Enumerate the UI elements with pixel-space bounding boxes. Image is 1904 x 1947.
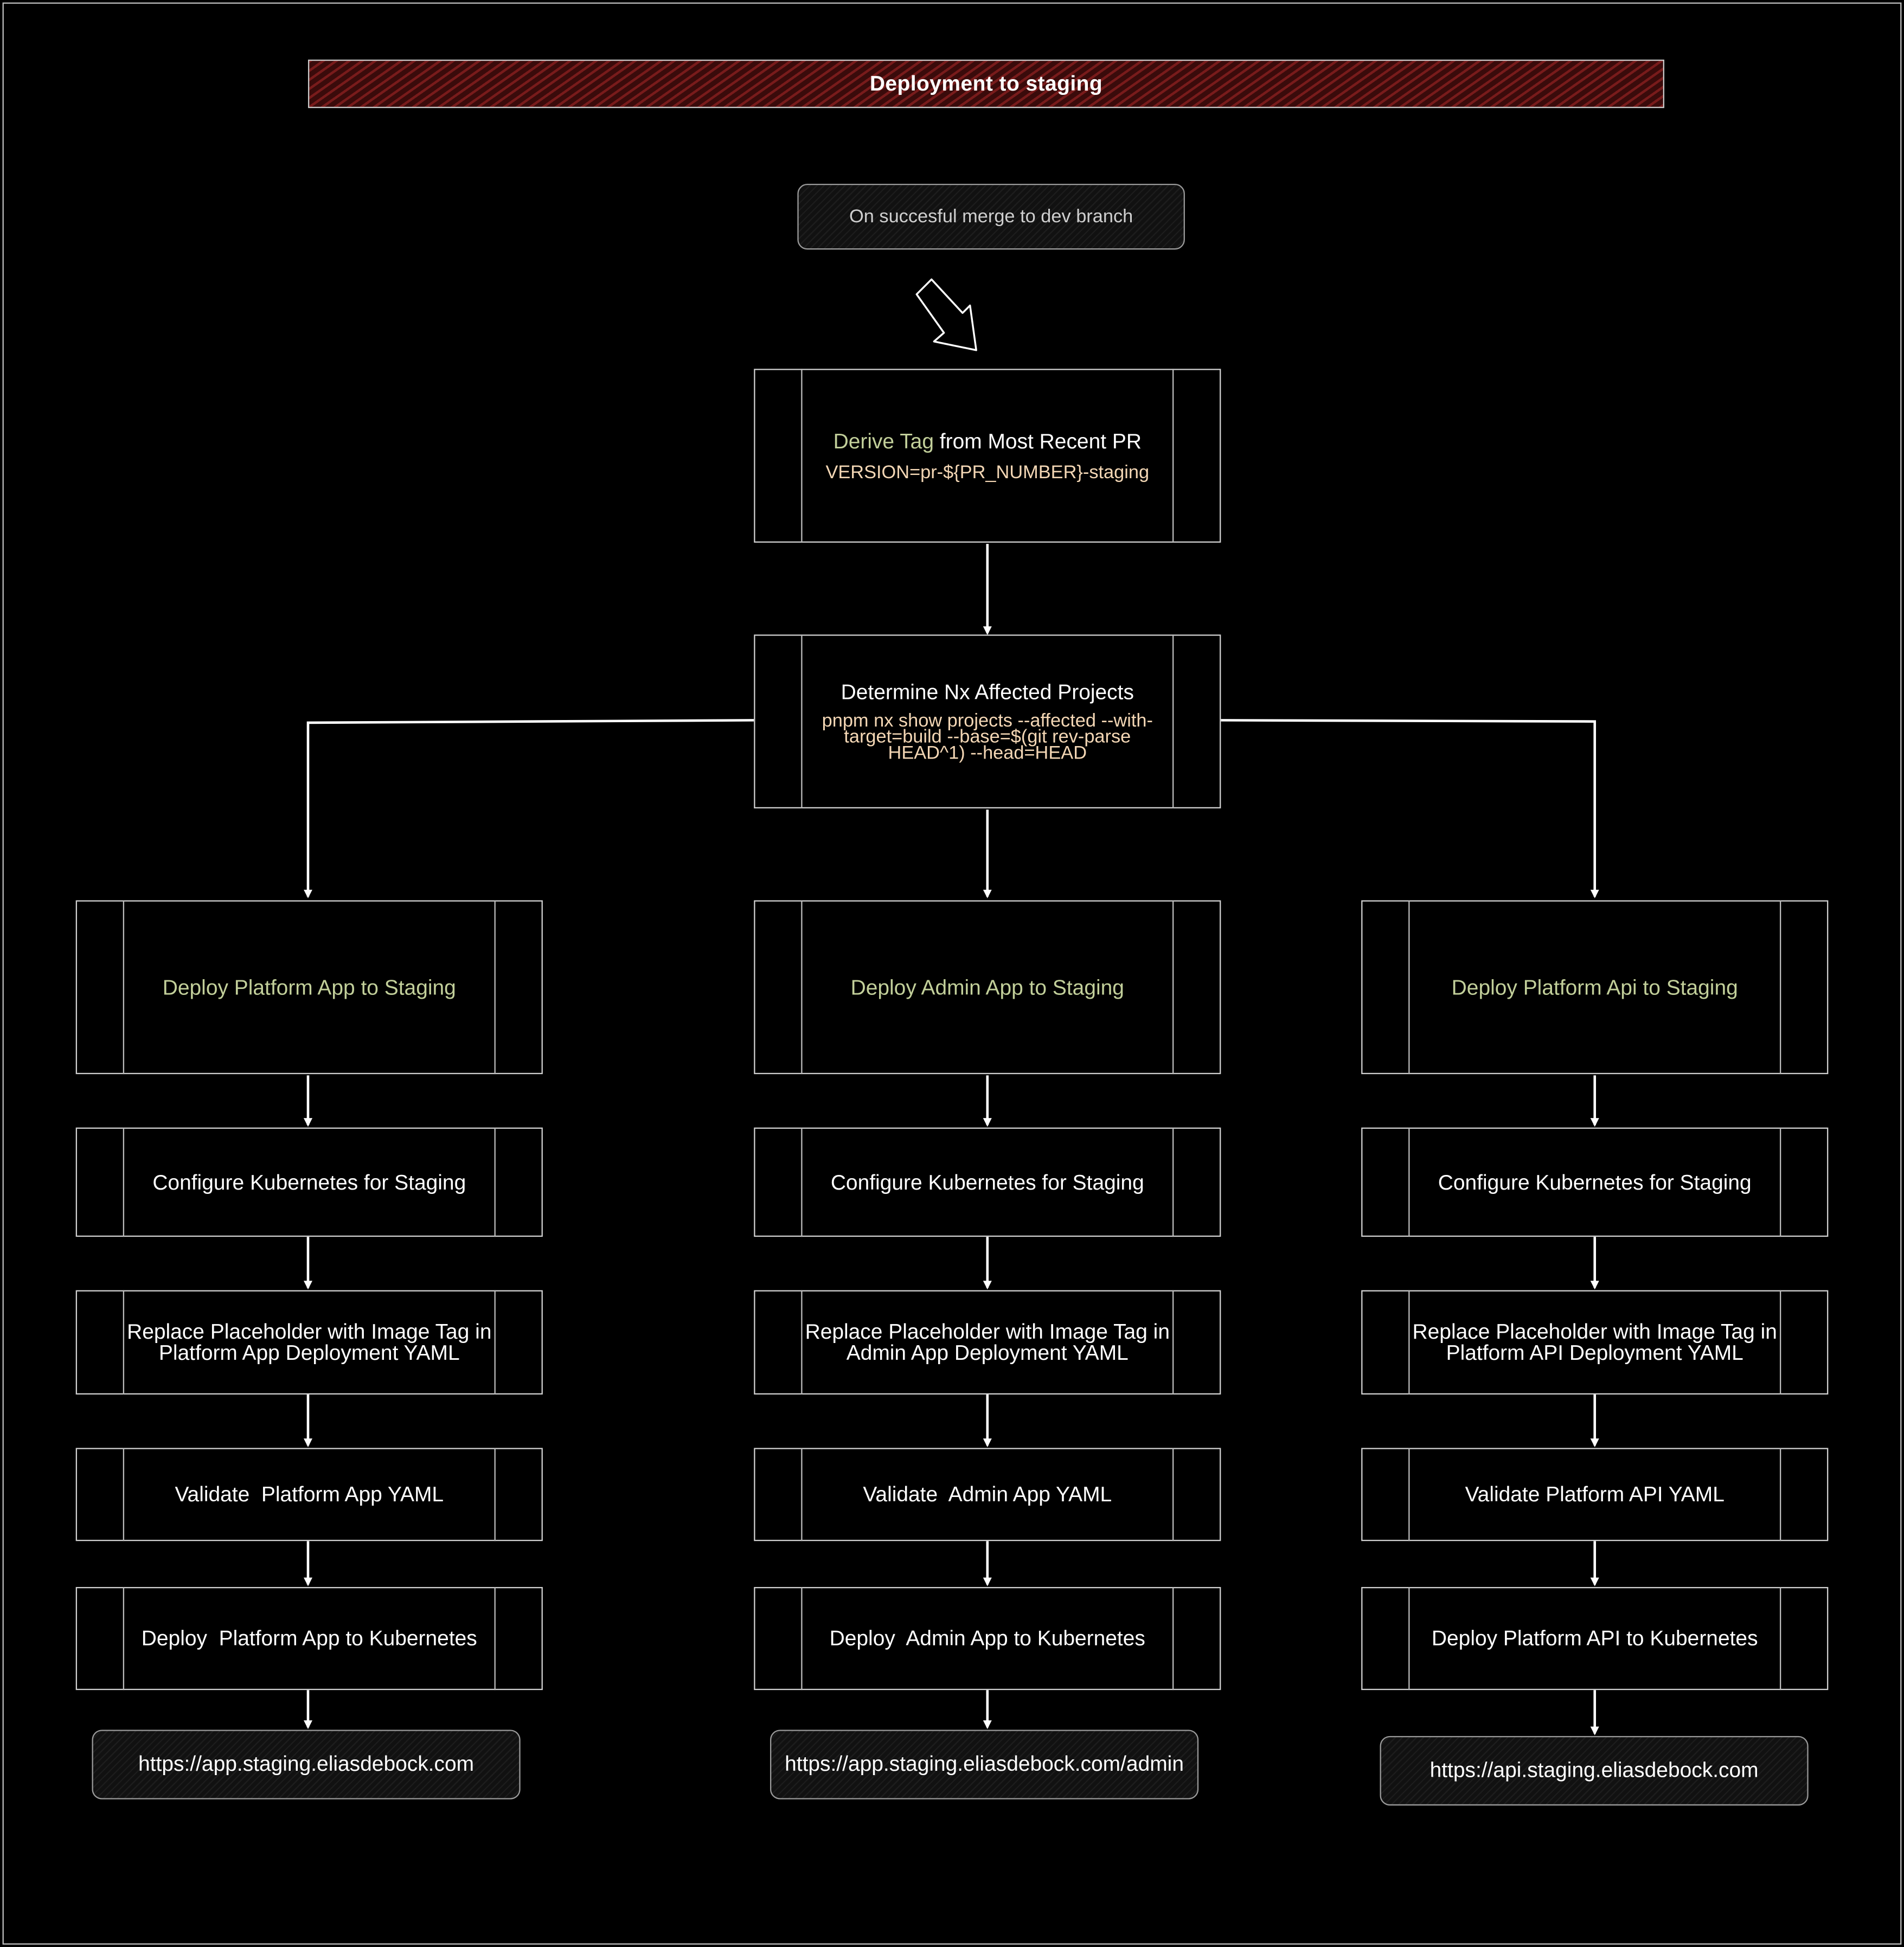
diagram-title-banner: Deployment to staging	[307, 59, 1665, 108]
admin-app-url-node: https://app.staging.eliasdebock.com/admi…	[770, 1730, 1199, 1800]
trigger-label: On succesful merge to dev branch	[849, 206, 1133, 228]
trigger-node: On succesful merge to dev branch	[797, 183, 1185, 250]
deploy-k8s-label: Deploy Admin App to Kubernetes	[829, 1627, 1145, 1650]
validate-label: Validate Platform App YAML	[175, 1482, 444, 1507]
configure-k8s-label: Configure Kubernetes for Staging	[1438, 1170, 1752, 1194]
configure-k8s-label: Configure Kubernetes for Staging	[152, 1170, 466, 1194]
deploy-platform-app-node: Deploy Platform App to Staging	[75, 900, 543, 1075]
replace-placeholder-label: Replace Placeholder with Image Tag in Ad…	[805, 1320, 1170, 1365]
affected-projects-node: Determine Nx Affected Projects pnpm nx s…	[754, 634, 1221, 808]
replace-placeholder-label: Replace Placeholder with Image Tag in Pl…	[127, 1320, 492, 1365]
platform-api-url-link[interactable]: https://api.staging.eliasdebock.com	[1429, 1758, 1759, 1782]
deploy-admin-app-label: Deploy Admin App to Staging	[850, 975, 1124, 999]
configure-k8s-label: Configure Kubernetes for Staging	[830, 1170, 1144, 1194]
deploy-k8s-platform-api-node: Deploy Platform API to Kubernetes	[1361, 1587, 1829, 1691]
validate-platform-api-node: Validate Platform API YAML	[1361, 1448, 1829, 1541]
platform-app-url-link[interactable]: https://app.staging.eliasdebock.com	[138, 1752, 475, 1776]
affected-projects-title: Determine Nx Affected Projects	[841, 680, 1134, 704]
replace-placeholder-admin-app-node: Replace Placeholder with Image Tag in Ad…	[754, 1290, 1221, 1395]
diagram-title: Deployment to staging	[869, 71, 1103, 95]
deploy-k8s-admin-app-node: Deploy Admin App to Kubernetes	[754, 1587, 1221, 1691]
admin-app-url-link[interactable]: https://app.staging.eliasdebock.com/admi…	[785, 1752, 1184, 1776]
derive-tag-title: Derive Tag from Most Recent PR	[779, 431, 1196, 452]
validate-admin-app-node: Validate Admin App YAML	[754, 1448, 1221, 1541]
derive-tag-rest: from Most Recent PR	[933, 429, 1142, 453]
deploy-platform-app-label: Deploy Platform App to Staging	[162, 975, 456, 999]
deploy-platform-api-node: Deploy Platform Api to Staging	[1361, 900, 1829, 1075]
affected-projects-command: pnpm nx show projects --affected --with-…	[822, 710, 1153, 764]
platform-app-url-node: https://app.staging.eliasdebock.com	[92, 1730, 521, 1800]
derive-tag-node: Derive Tag from Most Recent PR VERSION=p…	[754, 369, 1221, 543]
configure-k8s-platform-app-node: Configure Kubernetes for Staging	[75, 1127, 543, 1237]
validate-label: Validate Platform API YAML	[1465, 1482, 1725, 1507]
deploy-admin-app-node: Deploy Admin App to Staging	[754, 900, 1221, 1075]
validate-platform-app-node: Validate Platform App YAML	[75, 1448, 543, 1541]
replace-placeholder-platform-app-node: Replace Placeholder with Image Tag in Pl…	[75, 1290, 543, 1395]
configure-k8s-admin-app-node: Configure Kubernetes for Staging	[754, 1127, 1221, 1237]
platform-api-url-node: https://api.staging.eliasdebock.com	[1380, 1736, 1809, 1806]
derive-tag-highlight: Derive Tag	[833, 429, 934, 453]
deploy-k8s-label: Deploy Platform App to Kubernetes	[141, 1627, 477, 1650]
deploy-k8s-platform-app-node: Deploy Platform App to Kubernetes	[75, 1587, 543, 1691]
replace-placeholder-platform-api-node: Replace Placeholder with Image Tag in Pl…	[1361, 1290, 1829, 1395]
deploy-platform-api-label: Deploy Platform Api to Staging	[1451, 975, 1738, 999]
replace-placeholder-label: Replace Placeholder with Image Tag in Pl…	[1412, 1320, 1777, 1365]
validate-label: Validate Admin App YAML	[863, 1482, 1112, 1507]
deploy-k8s-label: Deploy Platform API to Kubernetes	[1431, 1627, 1758, 1650]
derive-tag-command: VERSION=pr-${PR_NUMBER}-staging	[825, 461, 1150, 483]
configure-k8s-platform-api-node: Configure Kubernetes for Staging	[1361, 1127, 1829, 1237]
